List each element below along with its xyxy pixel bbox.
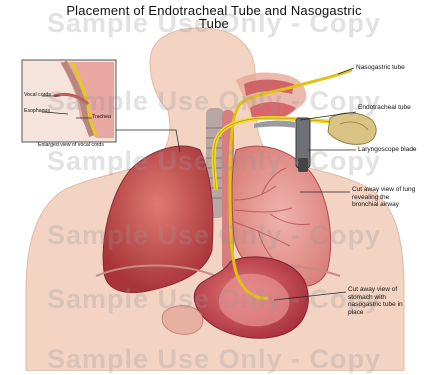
diagram-title-line2: Tube	[0, 17, 428, 30]
label-trachea: Trachea	[92, 114, 118, 120]
watermark: Sample Use Only - Copy	[0, 344, 428, 375]
label-nasogastric-tube: Nasogastric tube	[356, 64, 412, 72]
label-endotracheal-tube: Endotracheal tube	[358, 104, 412, 112]
label-cut-away-lung: Cut away view of lung revealing the bron…	[352, 186, 416, 209]
label-enlarged-view: Enlarged view of vocal cords	[38, 142, 128, 148]
label-laryngoscope-blade: Laryngoscope blade	[358, 146, 418, 154]
label-cut-away-stomach: Cut away view of stomach with nasogastri…	[348, 286, 412, 316]
label-esophagus: Esophagus	[24, 108, 60, 114]
watermark: Sample Use Only - Copy	[0, 86, 428, 117]
laryngoscope-blade	[254, 121, 296, 128]
label-vocal-cords: Vocal cords	[24, 92, 60, 98]
hand	[328, 113, 376, 144]
watermark: Sample Use Only - Copy	[0, 220, 428, 251]
